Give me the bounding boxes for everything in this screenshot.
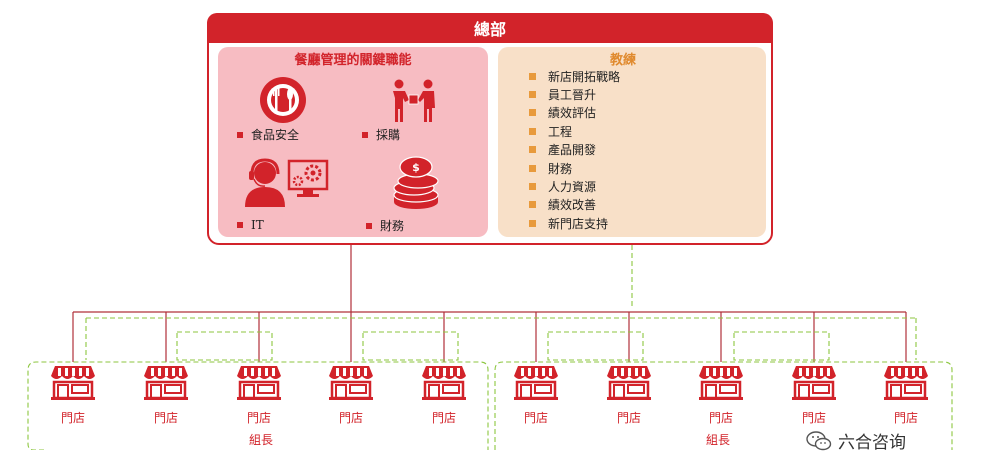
store-label: 門店 <box>523 411 548 425</box>
store-label: 門店 <box>801 411 826 425</box>
wechat-icon <box>806 430 832 450</box>
food-safety-icon <box>260 77 306 123</box>
watermark-text: 六合咨询 <box>838 433 906 453</box>
store-icon <box>697 364 745 404</box>
coach-item: 新門店支持 <box>529 214 749 232</box>
coach-item: 工程 <box>529 122 749 140</box>
coach-item: 人力資源 <box>529 177 749 195</box>
store-label: 門店 <box>246 411 271 425</box>
coach-item: 績效改善 <box>529 196 749 214</box>
coach-item: 財務 <box>529 159 749 177</box>
coach-item: 員工晉升 <box>529 85 749 103</box>
store-icon <box>142 364 190 404</box>
store-icon <box>235 364 283 404</box>
group-leader-label: 組長 <box>248 433 273 447</box>
function-label-it: IT <box>237 218 264 232</box>
coach-item: 產品開發 <box>529 141 749 159</box>
store-icon <box>512 364 560 404</box>
store-icon <box>420 364 468 404</box>
coach-panel <box>498 47 766 237</box>
store-icon <box>605 364 653 404</box>
procurement-icon <box>393 79 435 122</box>
store-icon <box>49 364 97 404</box>
store-label: 門店 <box>708 411 733 425</box>
store-icon <box>790 364 838 404</box>
coach-item: 新店開拓戰略 <box>529 67 749 85</box>
function-label-procurement: 採購 <box>362 126 400 143</box>
store-label: 門店 <box>893 411 918 425</box>
coach-title: 教練 <box>609 53 636 68</box>
store-label: 門店 <box>616 411 641 425</box>
store-label: 門店 <box>338 411 363 425</box>
coach-item: 績效評估 <box>529 104 749 122</box>
store-icon <box>327 364 375 404</box>
group-leader-label: 組長 <box>705 433 730 447</box>
store-label: 門店 <box>60 411 85 425</box>
it-support-icon <box>245 158 329 207</box>
watermark: 六合咨询 <box>806 428 906 453</box>
key-functions-title: 餐廳管理的關鍵職能 <box>294 53 412 68</box>
coach-list: 新店開拓戰略 員工晉升 績效評估 工程 產品開發 財務 人力資源 績效改善 新門… <box>529 67 749 233</box>
store-label: 門店 <box>431 411 456 425</box>
headquarters-title: 總部 <box>207 13 773 43</box>
svg-text:$: $ <box>412 161 420 174</box>
finance-coins-icon: $ <box>393 156 439 209</box>
store-icon <box>882 364 930 404</box>
function-label-finance: 財務 <box>366 217 404 234</box>
store-label: 門店 <box>153 411 178 425</box>
function-label-food-safety: 食品安全 <box>237 126 299 143</box>
